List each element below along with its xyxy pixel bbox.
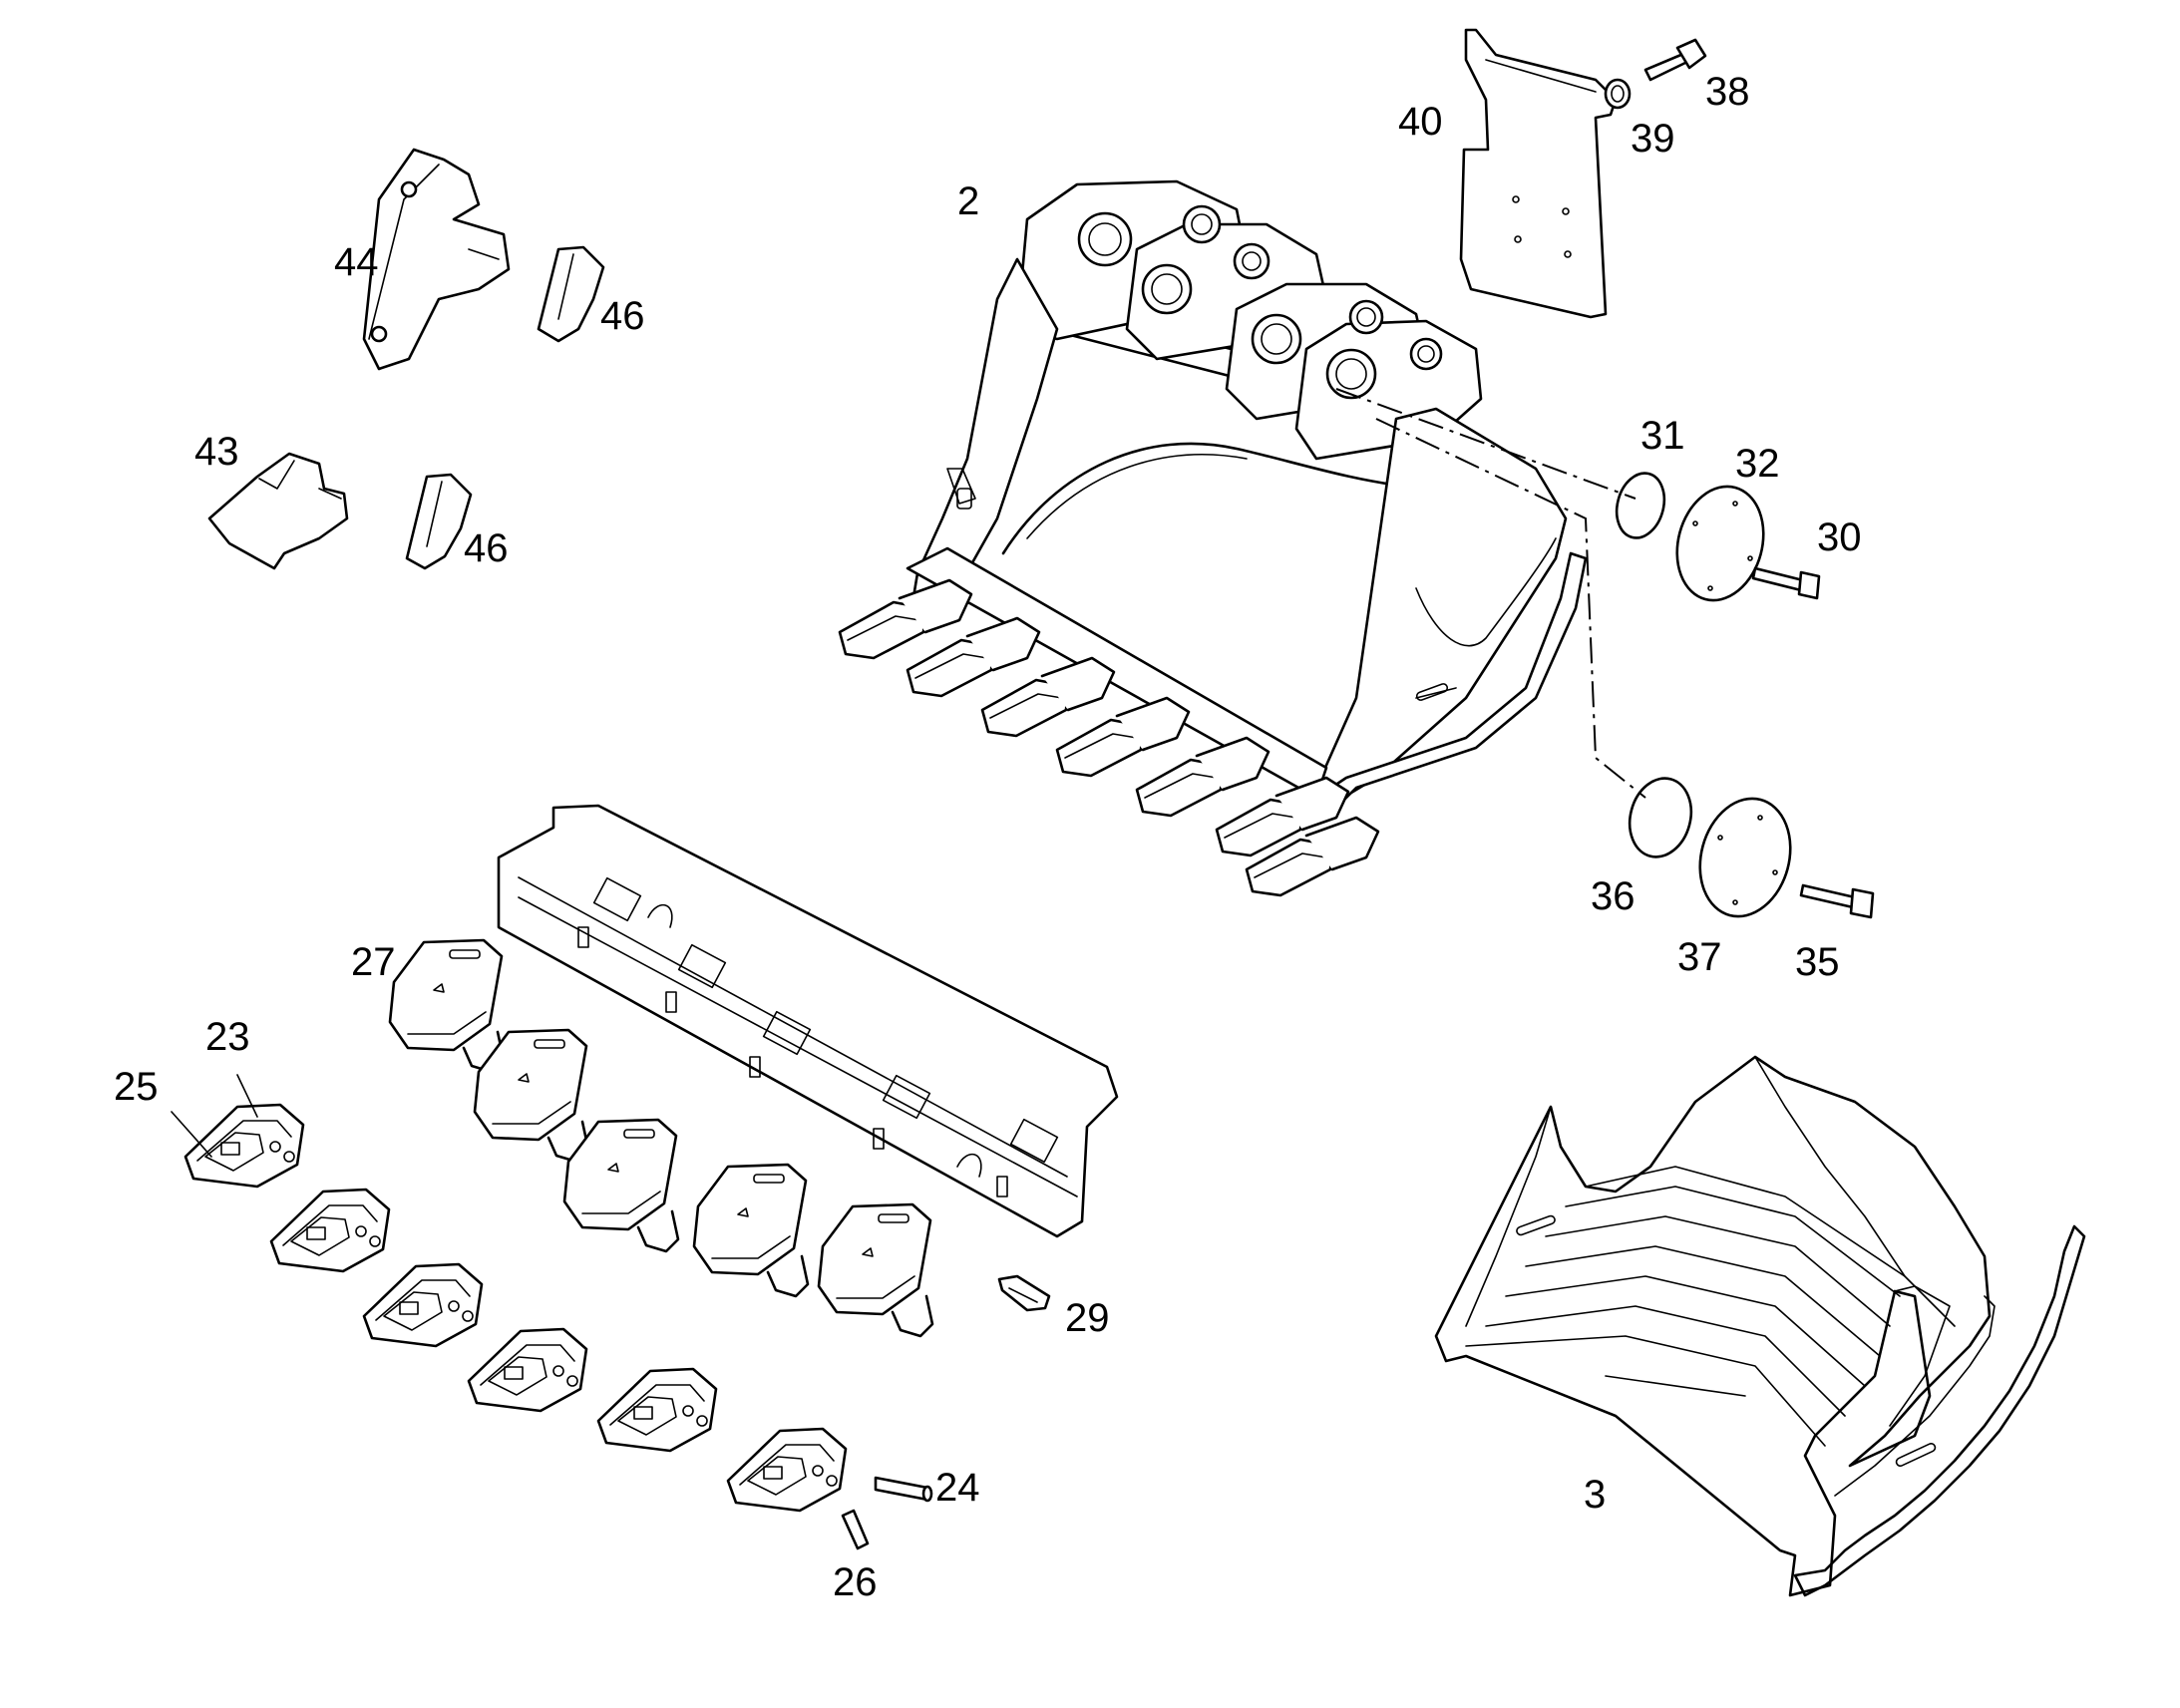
label-part-35: 35 (1795, 940, 1840, 984)
label-part-27: 27 (351, 940, 396, 984)
label-part-43: 43 (194, 430, 239, 474)
part-labels: 2 3 23 24 25 26 27 29 30 31 32 35 36 37 … (114, 70, 1862, 1604)
label-part-26: 26 (833, 1560, 878, 1604)
bolt-upper (1751, 566, 1821, 600)
label-part-36: 36 (1591, 874, 1635, 918)
retainer-clip-upper (537, 245, 605, 343)
label-part-2: 2 (957, 179, 979, 223)
label-part-38: 38 (1705, 70, 1750, 114)
retaining-pin (874, 1476, 933, 1503)
bolt-lower (1799, 883, 1875, 919)
label-part-40: 40 (1398, 100, 1443, 144)
side-cutter (362, 148, 511, 371)
segment-protector (207, 452, 349, 570)
cover-plate (1459, 28, 1618, 319)
cover-disc-upper (1675, 485, 1765, 602)
lock-wedge (841, 1509, 870, 1550)
o-ring-upper (1615, 472, 1666, 539)
label-part-3: 3 (1584, 1473, 1606, 1517)
cutting-edge-bar (497, 804, 1119, 1238)
o-ring-lower (1628, 777, 1693, 858)
leader-lines (171, 1074, 258, 1158)
washer (1604, 78, 1632, 110)
label-part-31: 31 (1640, 414, 1685, 458)
label-part-39: 39 (1631, 117, 1675, 161)
label-part-30: 30 (1817, 515, 1862, 559)
label-part-46-lower: 46 (464, 526, 509, 570)
label-part-44: 44 (334, 240, 379, 284)
label-part-29: 29 (1065, 1296, 1110, 1340)
label-part-23: 23 (205, 1015, 250, 1059)
lock-clip (997, 1274, 1051, 1312)
retainer-clip-lower (405, 473, 473, 570)
label-part-24: 24 (935, 1466, 980, 1510)
label-part-32: 32 (1735, 442, 1780, 486)
bolt (1643, 38, 1707, 82)
bucket-liner (1434, 1055, 2086, 1597)
label-part-37: 37 (1677, 935, 1722, 979)
label-part-46-upper: 46 (600, 294, 645, 338)
cover-disc-lower (1698, 797, 1792, 918)
label-part-25: 25 (114, 1065, 159, 1109)
axis-lines (1335, 388, 1646, 799)
